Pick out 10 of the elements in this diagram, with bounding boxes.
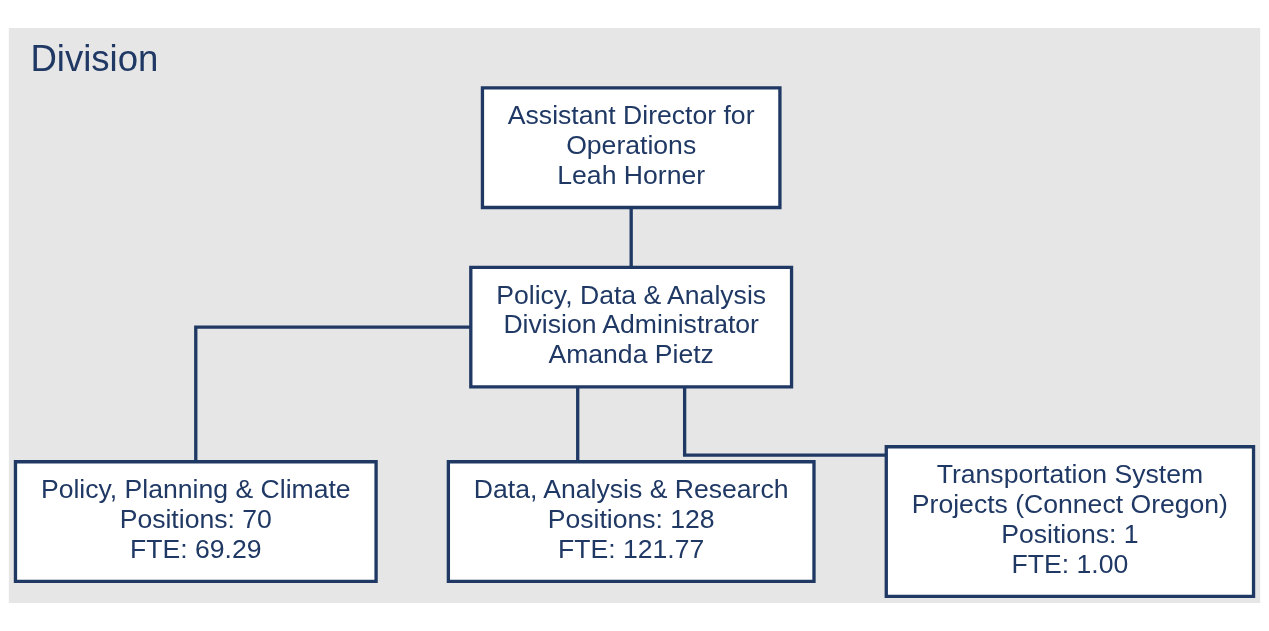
diagram-title: Division [30,37,159,79]
connector [576,387,580,462]
connector [683,387,886,457]
node-box: Transportation System Projects (Connect Oregon) Positions: 1 FTE: 1.00 [884,445,1256,598]
node-box: Assistant Director for Operations Leah Horner [480,86,782,210]
node-box: Data, Analysis & Research Positions: 128 FTE: 121.77 [446,460,816,584]
connector [194,325,471,462]
node-box: Policy, Planning & Climate Positions: 70 FTE: 69.29 [13,460,378,584]
connector [629,207,633,267]
node-box: Policy, Data & Analysis Division Administrator Amanda Pietz [469,265,794,389]
